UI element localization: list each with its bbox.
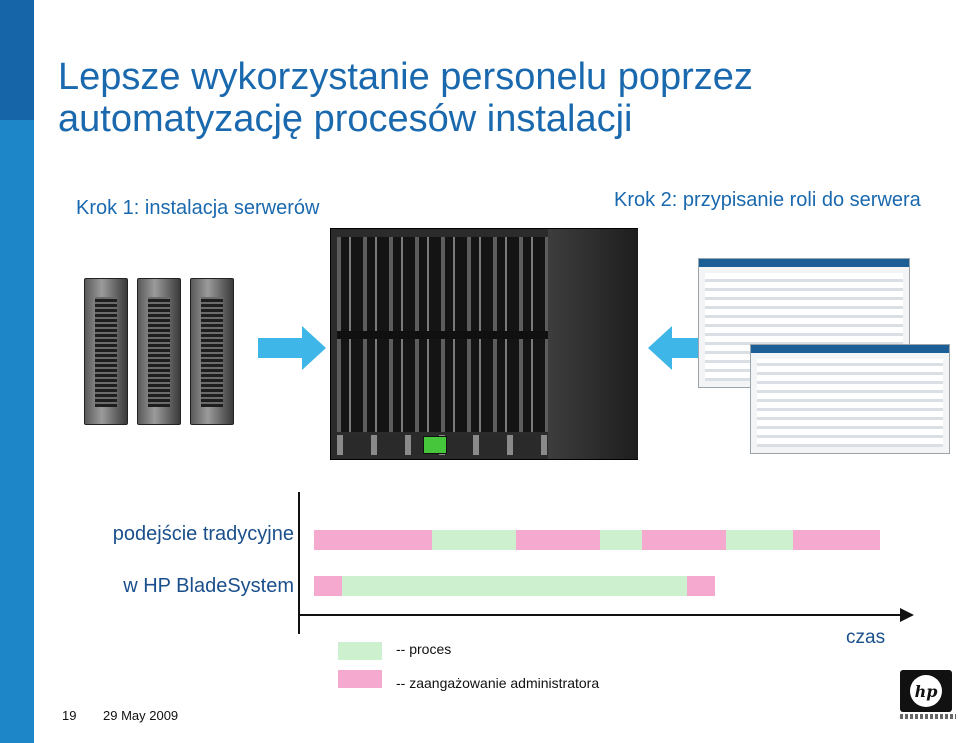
slide-side-bar (0, 0, 34, 743)
legend-admin-swatch (338, 670, 382, 688)
side-bar-light-segment (0, 120, 34, 743)
slide-date: 29 May 2009 (103, 708, 178, 723)
time-axis-label: czas (846, 627, 885, 649)
process-segment (342, 576, 687, 596)
legend-admin-label: -- zaangażowanie administratora (396, 675, 599, 691)
hp-logo-tagline (900, 714, 956, 719)
timeline-vertical-axis (298, 492, 300, 634)
slide-title: Lepsze wykorzystanie personelu poprzez a… (58, 56, 918, 140)
admin-involvement-segment (687, 576, 715, 596)
blade-server-image (84, 278, 128, 425)
bladesystem-label: w HP BladeSystem (40, 575, 294, 598)
management-console-screenshots (698, 258, 952, 454)
admin-involvement-segment (314, 576, 342, 596)
process-segment (726, 530, 793, 550)
axis-arrowhead-icon (900, 608, 914, 622)
page-number: 19 (62, 708, 76, 723)
blade-enclosure-image (330, 228, 638, 460)
hp-logo: hp (900, 670, 952, 712)
hp-logo-text: hp (910, 682, 942, 701)
step-2-label: Krok 2: przypisanie roli do serwera (614, 189, 921, 212)
arrow-right-icon (258, 326, 326, 370)
blade-server-image (190, 278, 234, 425)
admin-involvement-segment (642, 530, 726, 550)
admin-involvement-segment (314, 530, 432, 550)
timeline-time-axis (298, 614, 902, 616)
blade-server-image (137, 278, 181, 425)
side-bar-dark-segment (0, 0, 34, 120)
enclosure-side (548, 229, 638, 459)
process-segment (600, 530, 642, 550)
legend-process-swatch (338, 642, 382, 660)
admin-involvement-segment (516, 530, 600, 550)
process-segment (432, 530, 516, 550)
legend-process-label: -- proces (396, 641, 451, 657)
traditional-approach-label: podejście tradycyjne (40, 523, 294, 546)
step-1-label: Krok 1: instalacja serwerów (76, 197, 319, 220)
blade-bays (337, 237, 549, 432)
enclosure-lcd (423, 436, 447, 454)
admin-involvement-segment (793, 530, 880, 550)
deployment-console-screenshot (750, 344, 950, 454)
